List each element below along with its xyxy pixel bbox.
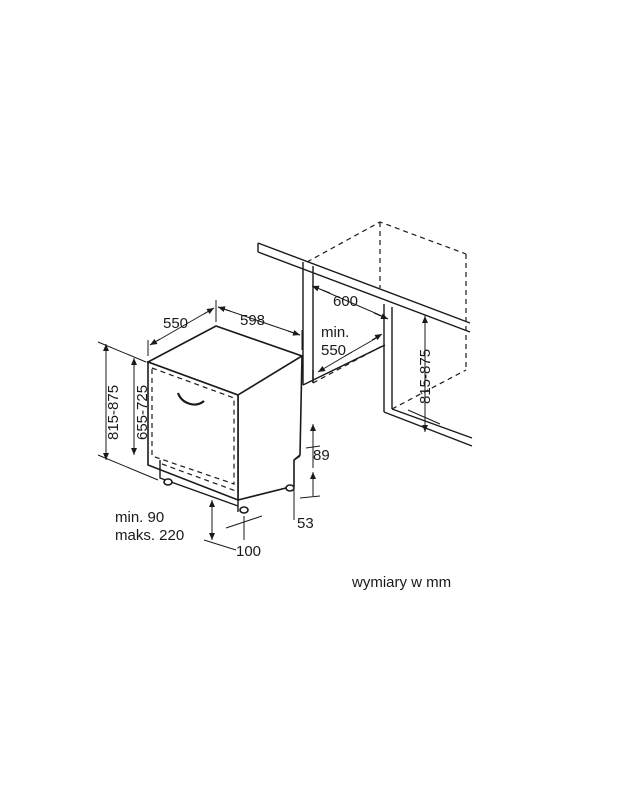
foot-height-label: 53 bbox=[297, 515, 314, 532]
depth-label: 550 bbox=[163, 315, 188, 332]
dimension-labels: 550 598 600 min. 550 815-875 815-875 655… bbox=[105, 293, 434, 560]
plinth-gap-label: 89 bbox=[313, 447, 330, 464]
plinth-max-label: maks. 220 bbox=[115, 527, 184, 544]
niche-depth-value-label: 550 bbox=[321, 342, 346, 359]
door-height-label: 655-725 bbox=[134, 385, 151, 440]
plinth-min-label: min. 90 bbox=[115, 509, 164, 526]
dishwasher-body bbox=[146, 325, 304, 514]
niche-depth-min-label: min. bbox=[321, 324, 349, 341]
units-caption: wymiary w mm bbox=[351, 574, 451, 591]
installation-niche bbox=[257, 221, 473, 447]
dishwasher-dimension-lines bbox=[97, 300, 321, 551]
niche-width-label: 600 bbox=[333, 293, 358, 310]
foot-offset-label: 100 bbox=[236, 543, 261, 560]
niche-height-label: 815-875 bbox=[417, 349, 434, 404]
width-label: 598 bbox=[240, 312, 265, 329]
height-label: 815-875 bbox=[105, 385, 122, 440]
